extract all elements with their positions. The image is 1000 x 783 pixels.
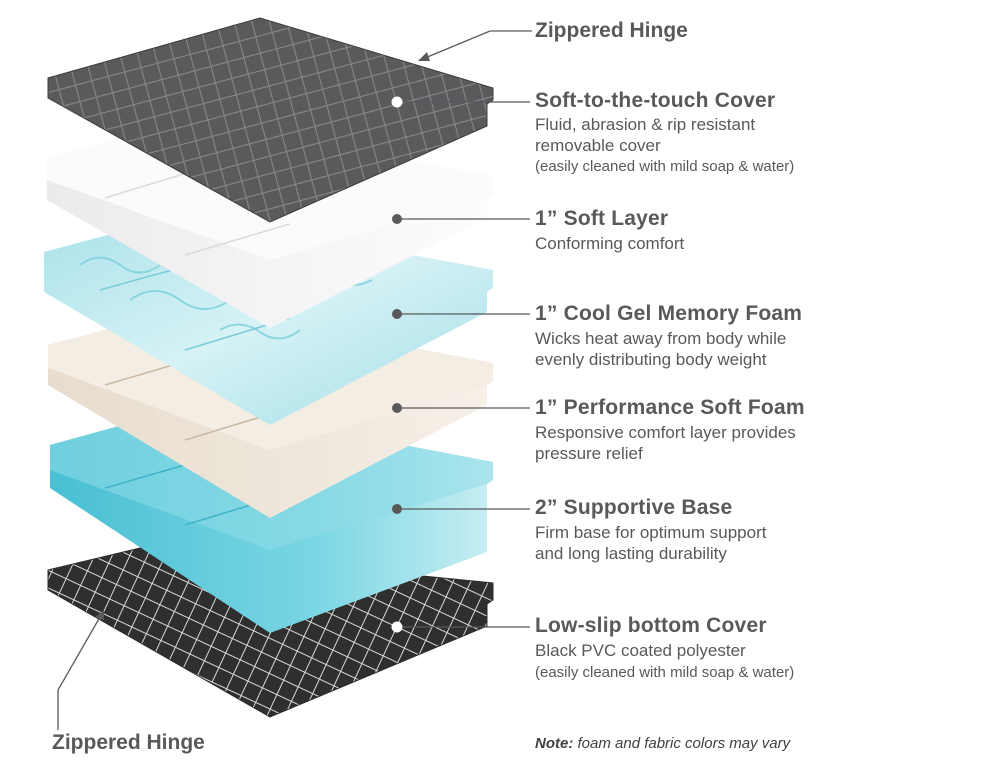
gel-foam-title: 1” Cool Gel Memory Foam xyxy=(535,302,803,325)
soft-layer-marker-dot xyxy=(392,214,402,224)
cover-desc-2: removable cover xyxy=(535,135,661,155)
gel-foam-desc-1: Wicks heat away from body while xyxy=(535,329,787,349)
bottom-cover-marker-dot xyxy=(391,621,403,633)
leader-lines xyxy=(57,30,532,730)
performance-foam-desc-1: Responsive comfort layer provides xyxy=(535,423,796,443)
cover-title: Soft-to-the-touch Cover xyxy=(535,89,776,112)
zippered-hinge-top-label: Zippered Hinge xyxy=(535,19,688,42)
bottom-cover-note: (easily cleaned with mild soap & water) xyxy=(535,663,795,681)
gel-foam-desc-2: evenly distributing body weight xyxy=(535,349,767,369)
cover-desc-1: Fluid, abrasion & rip resistant xyxy=(535,115,756,135)
cover-note: (easily cleaned with mild soap & water) xyxy=(535,158,795,176)
cover-marker-dot xyxy=(391,96,403,108)
performance-foam-desc-2: pressure relief xyxy=(535,443,643,463)
supportive-base-desc-2: and long lasting durability xyxy=(535,543,727,563)
zippered-hinge-bottom-label: Zippered Hinge xyxy=(52,731,205,754)
performance-foam-title: 1” Performance Soft Foam xyxy=(535,396,805,419)
supportive-base-label: 2” Supportive Base Firm base for optimum… xyxy=(535,496,766,563)
soft-layer-title: 1” Soft Layer xyxy=(535,207,669,230)
note-prefix: Note: xyxy=(535,735,574,752)
note-text: foam and fabric colors may vary xyxy=(573,735,791,752)
supportive-base-title: 2” Supportive Base xyxy=(535,496,733,519)
supportive-base-desc-1: Firm base for optimum support xyxy=(535,523,767,543)
color-note: Note: foam and fabric colors may vary xyxy=(535,735,790,752)
cover-label: Soft-to-the-touch Cover Fluid, abrasion … xyxy=(535,89,794,175)
top-cover-layer xyxy=(47,17,494,223)
performance-foam-label: 1” Performance Soft Foam Responsive comf… xyxy=(535,396,805,463)
arrow-head-top xyxy=(418,52,430,61)
supportive-base-marker-dot xyxy=(392,504,402,514)
soft-layer-label: 1” Soft Layer Conforming comfort xyxy=(535,207,684,254)
arrow-head-bottom xyxy=(95,610,104,620)
bottom-cover-desc-1: Black PVC coated polyester xyxy=(535,641,746,661)
soft-layer-desc-1: Conforming comfort xyxy=(535,234,685,254)
bottom-cover-label: Low-slip bottom Cover Black PVC coated p… xyxy=(535,614,794,681)
bottom-cover-title: Low-slip bottom Cover xyxy=(535,614,767,637)
gel-foam-marker-dot xyxy=(392,309,402,319)
performance-foam-marker-dot xyxy=(392,403,402,413)
gel-foam-label: 1” Cool Gel Memory Foam Wicks heat away … xyxy=(535,302,802,369)
